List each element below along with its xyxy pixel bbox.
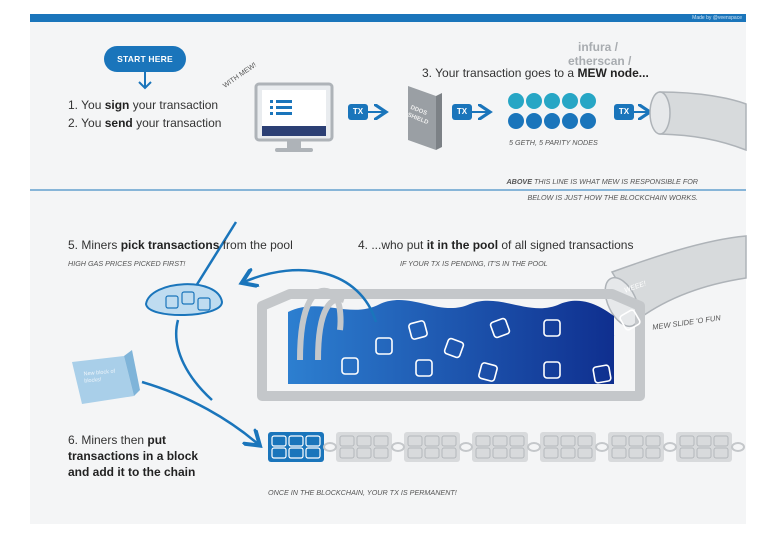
net-handle <box>194 221 238 287</box>
tx-badge <box>348 104 368 120</box>
step-4-text: 4. ...who put it in the pool of all sign… <box>358 238 634 252</box>
step-6-text: 6. Miners then put transactions in a blo… <box>68 433 199 479</box>
gas-note: HIGH GAS PRICES PICKED FIRST! <box>68 259 186 268</box>
below-note: BELOW IS JUST HOW THE BLOCKCHAIN WORKS. <box>527 193 698 202</box>
nodes-note: 5 GETH, 5 PARITY NODES <box>509 138 598 147</box>
provider-etherscan: etherscan / <box>568 54 632 68</box>
top-banner <box>30 14 746 22</box>
transaction-pool <box>257 287 645 401</box>
slide-pipe-top <box>649 91 747 152</box>
step-5-text: 5. Miners pick transactions from the poo… <box>68 238 293 252</box>
step-3-text: 3. Your transaction goes to a MEW node..… <box>422 66 649 80</box>
net-swing-line <box>175 319 213 401</box>
step-2-text: 2. You send your transaction <box>68 116 222 130</box>
provider-infura: infura / <box>578 40 619 54</box>
new-block-label: New block of blocks! <box>83 368 116 385</box>
tx-badge <box>614 104 634 120</box>
mew-nodes-cluster <box>508 93 596 129</box>
tx-label: TX <box>456 107 468 116</box>
ddos-shield-icon <box>408 86 442 150</box>
pick-arrow <box>244 270 378 323</box>
tx-label: TX <box>352 107 364 116</box>
pending-note: IF YOUR TX IS PENDING, IT'S IN THE POOL <box>400 259 548 268</box>
above-note: ABOVE THIS LINE IS WHAT MEW IS RESPONSIB… <box>506 177 698 186</box>
permanent-note: ONCE IN THE BLOCKCHAIN, YOUR TX IS PERMA… <box>268 488 457 497</box>
miner-net-icon <box>144 283 224 317</box>
step-1-text: 1. You sign your transaction <box>68 98 219 112</box>
blockchain-chain <box>268 432 745 462</box>
pool-tx-items <box>341 309 641 384</box>
credit-text: Made by @veenspace <box>692 15 742 21</box>
tx-badge <box>452 104 472 120</box>
start-arrow <box>138 72 152 90</box>
tx-label: TX <box>618 107 630 116</box>
monitor-icon <box>254 82 334 152</box>
add-block-arrow <box>141 380 258 444</box>
new-block-icon <box>72 350 140 404</box>
start-here-button[interactable]: START HERE <box>104 46 186 72</box>
